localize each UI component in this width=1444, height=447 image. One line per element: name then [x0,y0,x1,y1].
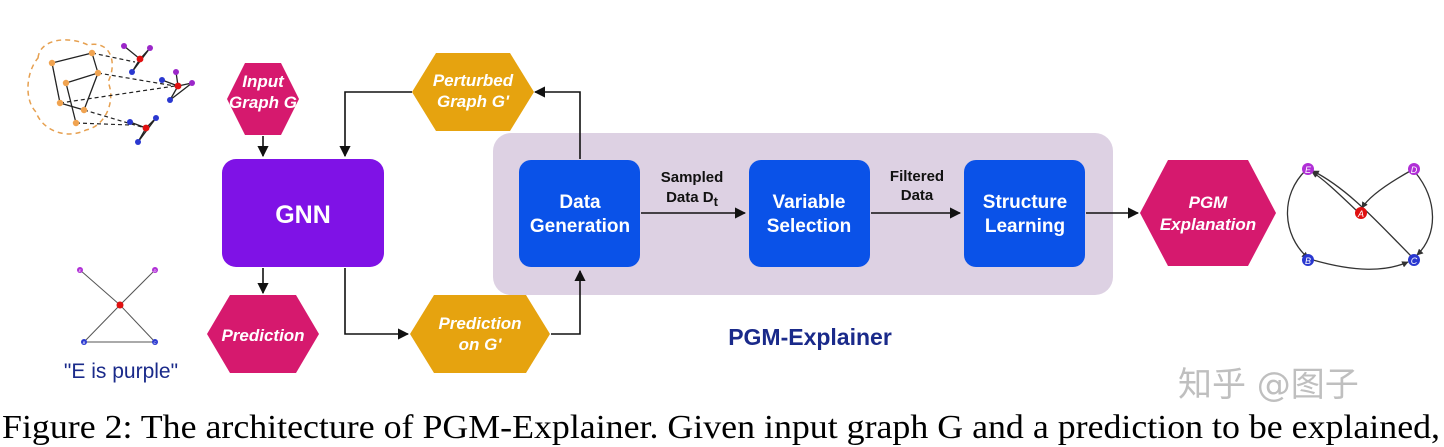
small-node-label-b: B [83,340,86,345]
structure-learning-label-line1: Structure [983,192,1067,213]
pgm-explanation-graph: E D A B C [1286,163,1434,270]
small-node-b [81,339,87,345]
data-generation-label-line1: Data [559,192,601,213]
small-explanation-graph: E D B C [77,267,158,345]
small-node-label-e: E [79,268,82,273]
explanation-node-label-a: A [1357,209,1364,219]
explanation-node-label-b: B [1305,256,1311,266]
sampled-data-subscript: t [714,194,719,209]
small-node-e [77,267,83,273]
sampled-data-label-line1: Sampled [661,169,724,186]
flow-arrows [257,86,1140,340]
explanation-node-a [1355,207,1367,219]
variable-selection-box: Variable Selection [749,160,870,267]
explanation-node-e [1302,163,1314,175]
explanation-node-label-d: D [1411,165,1418,175]
filtered-data-label-line1: Filtered [890,168,944,185]
sampled-data-label-line2: Data Dt [666,189,719,209]
prediction-on-g-label-line2: on G' [459,335,503,354]
pgm-explanation-label-line2: Explanation [1160,215,1256,234]
prediction-label: Prediction [221,326,304,345]
explanation-node-label-c: C [1411,256,1418,266]
perturbed-graph-hexagon: Perturbed Graph G' [412,53,534,131]
data-generation-box: Data Generation [519,160,640,267]
input-graph-hexagon: Input Graph G [227,63,299,135]
explanation-node-c [1408,254,1420,266]
small-node-a [116,301,124,309]
gnn-label: GNN [275,201,331,229]
prediction-on-g-label-line1: Prediction [438,314,521,333]
pgm-explanation-hexagon: PGM Explanation [1140,160,1276,266]
filtered-data-label-line2: Data [901,187,934,204]
small-node-label-c: C [154,340,157,345]
perturbed-graph-label-line1: Perturbed [433,71,514,90]
pgm-explainer-title: PGM-Explainer [728,324,892,350]
sampled-data-text: Data D [666,189,714,206]
figure-caption: Figure 2: The architecture of PGM-Explai… [2,409,1440,446]
small-node-d [152,267,158,273]
explanation-node-label-e: E [1305,165,1312,175]
perturbed-graph-label-line2: Graph G' [437,92,510,111]
gnn-box: GNN [222,159,384,267]
input-graph-label-line2: Graph G [229,93,297,112]
structure-learning-box: Structure Learning [964,160,1085,267]
pgm-explanation-label-line1: PGM [1189,193,1229,212]
explanation-node-d [1408,163,1420,175]
variable-selection-label-line2: Selection [767,216,851,237]
prediction-on-g-hexagon: Prediction on G' [410,295,550,373]
input-graph-label-line1: Input [242,72,285,91]
variable-selection-label-line1: Variable [773,192,846,213]
data-generation-label-line2: Generation [530,216,630,237]
small-node-c [152,339,158,345]
structure-learning-label-line2: Learning [985,216,1065,237]
small-node-label-d: D [154,268,157,273]
input-graph-illustration [27,39,195,145]
explanation-node-b [1302,254,1314,266]
small-graph-caption: "E is purple" [64,360,178,383]
watermark: 知乎 @图子 [1178,365,1359,405]
prediction-hexagon: Prediction [207,295,319,373]
